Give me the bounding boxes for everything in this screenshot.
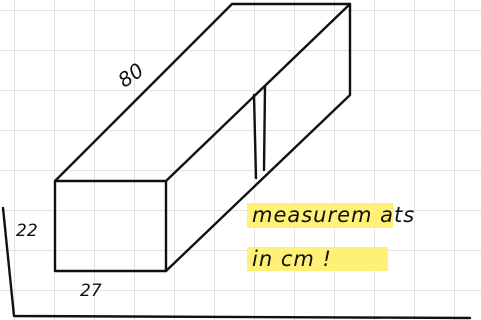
front-face <box>53 179 168 273</box>
right-face <box>164 2 352 273</box>
note-highlight-2 <box>247 247 388 271</box>
length-label: 80 <box>113 58 148 92</box>
width-label: 27 <box>80 281 102 301</box>
note-line-1: measurem ats <box>252 203 415 227</box>
top-face <box>53 2 352 183</box>
note-highlight-1 <box>247 203 393 228</box>
divider-line-2 <box>262 84 267 172</box>
baseline <box>1 206 472 320</box>
note-line-2: in cm ! <box>252 247 332 271</box>
divider-line-1 <box>252 93 258 180</box>
height-label: 22 <box>16 221 38 241</box>
